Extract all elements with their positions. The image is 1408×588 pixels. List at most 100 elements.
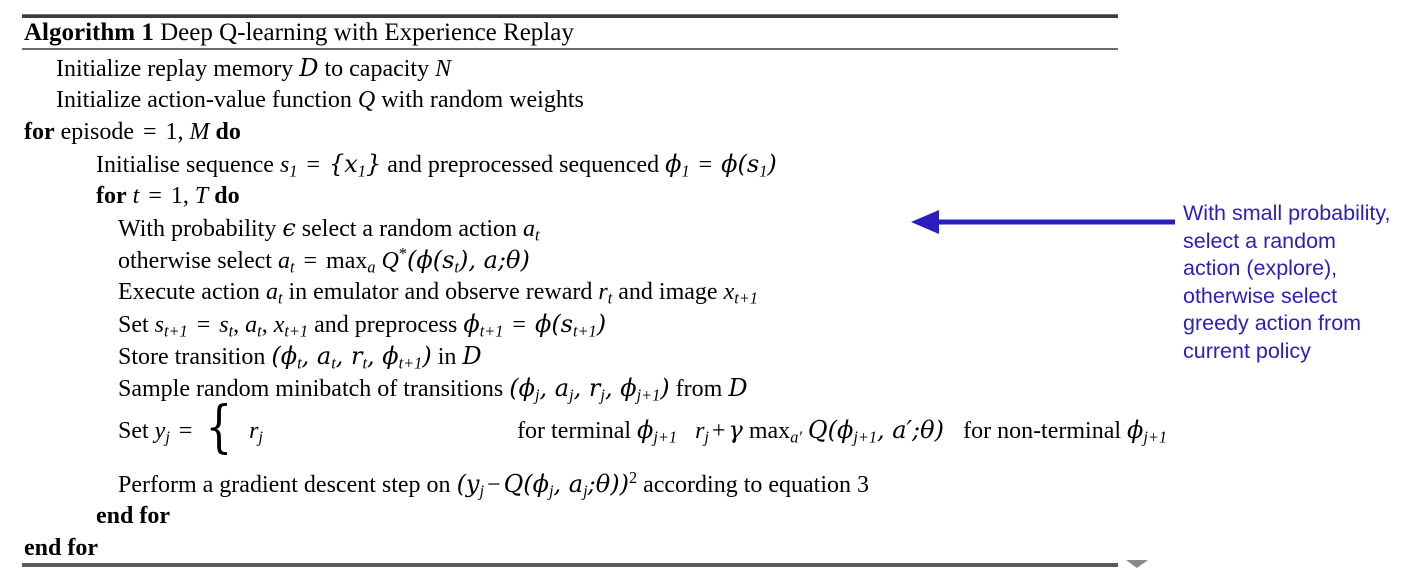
line-text: select a random action [301,216,518,242]
keyword-do: do [214,183,240,209]
math-subscript: t [297,353,302,373]
math-subscript: j [548,481,554,501]
math-symbol-M: M [189,119,210,145]
math-subscript: a′ [790,427,802,447]
annotation-line: select a random [1183,228,1336,253]
math-subscript: j+1 [853,427,878,447]
math-tuple-part: , r [573,374,601,402]
math-set-open: {x [328,150,358,178]
line-text: for non-terminal [963,417,1122,444]
line-text: to capacity [324,56,430,82]
operator-equals: = [303,248,318,274]
math-symbol-y: y [154,418,166,444]
math-paren-close: ) [767,150,777,178]
code-line-end-for-outer: end for [0,532,1120,564]
math-symbol-a: a [245,312,258,338]
cases-row-non-terminal: rj+γ maxa′ Q(ϕj+1, a′;θ)for non-terminal… [683,415,1167,447]
math-symbol-N: N [435,56,452,82]
math-subscript: j [479,481,485,501]
math-symbol-r: r [598,279,608,305]
math-subscript: t [362,353,368,373]
math-paren-close: ) [520,246,530,274]
math-subscript: j [583,481,588,501]
code-line-set-next-state: Set st+1 = st, at, xt+1 and preprocess ϕ… [0,308,1120,340]
math-subscript: j [165,427,170,447]
line-text: with random weights [381,87,584,113]
keyword-for: for [24,119,55,145]
math-subscript: t [257,321,262,341]
annotation-line: otherwise select [1183,283,1338,308]
case-expression: rj [237,415,517,447]
line-text: in emulator and observe reward [288,279,593,305]
operator-equals: = [698,152,713,178]
line-text: episode [60,119,134,145]
line-text: and image [618,279,718,305]
keyword-for: for [96,183,127,209]
math-subscript: j [600,385,605,405]
operator-equals: = [196,312,211,338]
math-symbol-phi: ϕ [1127,415,1144,444]
operator-equals: = [306,152,320,178]
math-subscript: j [704,427,709,447]
figure-top-rule [22,14,1118,18]
math-paren-close: ) [596,310,607,338]
algorithm-title: Algorithm 1 Deep Q-learning with Experie… [24,18,574,48]
math-subscript: t [607,288,613,308]
code-line-execute-action: Execute action at in emulator and observ… [0,276,1120,308]
math-symbol-t: t [132,183,140,209]
math-subscript: j [569,385,574,405]
keyword-end-for: end for [24,535,98,561]
line-text: Execute action [118,279,260,305]
math-subscript: t [277,288,283,308]
math-symbol-s: s [219,312,229,338]
case-condition: for non-terminal ϕj+1 [963,414,1167,447]
math-symbol-phi-of-s: ϕ(s [721,150,760,178]
math-subscript: t+1 [479,321,504,341]
math-subscript: 1 [289,161,298,181]
math-subscript: t+1 [734,288,758,308]
math-set-close: } [365,150,382,178]
math-symbol-phi: ϕ [463,310,480,338]
math-args-mid: ), a; [458,246,506,274]
math-tuple-close: ) [660,374,670,402]
keyword-do: do [215,119,241,145]
math-paren-close: ) [934,415,944,444]
case-condition: for terminal ϕj+1 [517,414,677,447]
math-symbol-a: a [265,279,278,305]
code-line-otherwise-select-greedy: otherwise select at = maxa Q*(ϕ(st), a;θ… [0,244,1120,276]
math-subscript: j+1 [636,385,661,405]
operator-equals: = [178,418,193,444]
math-symbol-theta: θ [595,470,611,498]
line-text: for terminal [517,417,632,444]
line-text: Sample random minibatch of transitions [118,376,504,402]
line-text: and preprocess [314,312,458,338]
line-text: according to equation 3 [643,472,870,498]
math-symbol-theta: θ [920,415,935,444]
math-symbol-x: x [273,312,285,338]
math-subscript: t [454,257,459,277]
math-subscript: t+1 [573,321,597,341]
math-symbol-s: s [279,152,290,178]
math-subscript: t [331,353,336,373]
code-line-with-probability-epsilon: With probability ϵ select a random actio… [0,212,1120,244]
math-subscript: t [228,321,234,341]
math-tuple-part: , ϕ [604,374,637,402]
code-line-for-episode: for episode = 1, M do [0,116,1120,148]
code-line-initialize-action-value: Initialize action-value function Q with … [0,84,1120,116]
annotation-line: With small probability, [1183,201,1391,225]
math-subscript: 1 [357,161,366,181]
math-args-open: (ϕ(s [407,246,455,274]
collapse-triangle-icon[interactable] [1126,560,1148,568]
math-symbol-Q: Q(ϕ [807,415,854,444]
math-symbol-theta: θ [505,246,521,274]
math-paren-close: )) [610,470,629,498]
annotation-text-block: With small probability, select a random … [1183,200,1408,365]
math-symbol-epsilon: ϵ [282,214,296,242]
keyword-end-for: end for [96,503,170,529]
math-symbol-r: r [695,417,705,444]
